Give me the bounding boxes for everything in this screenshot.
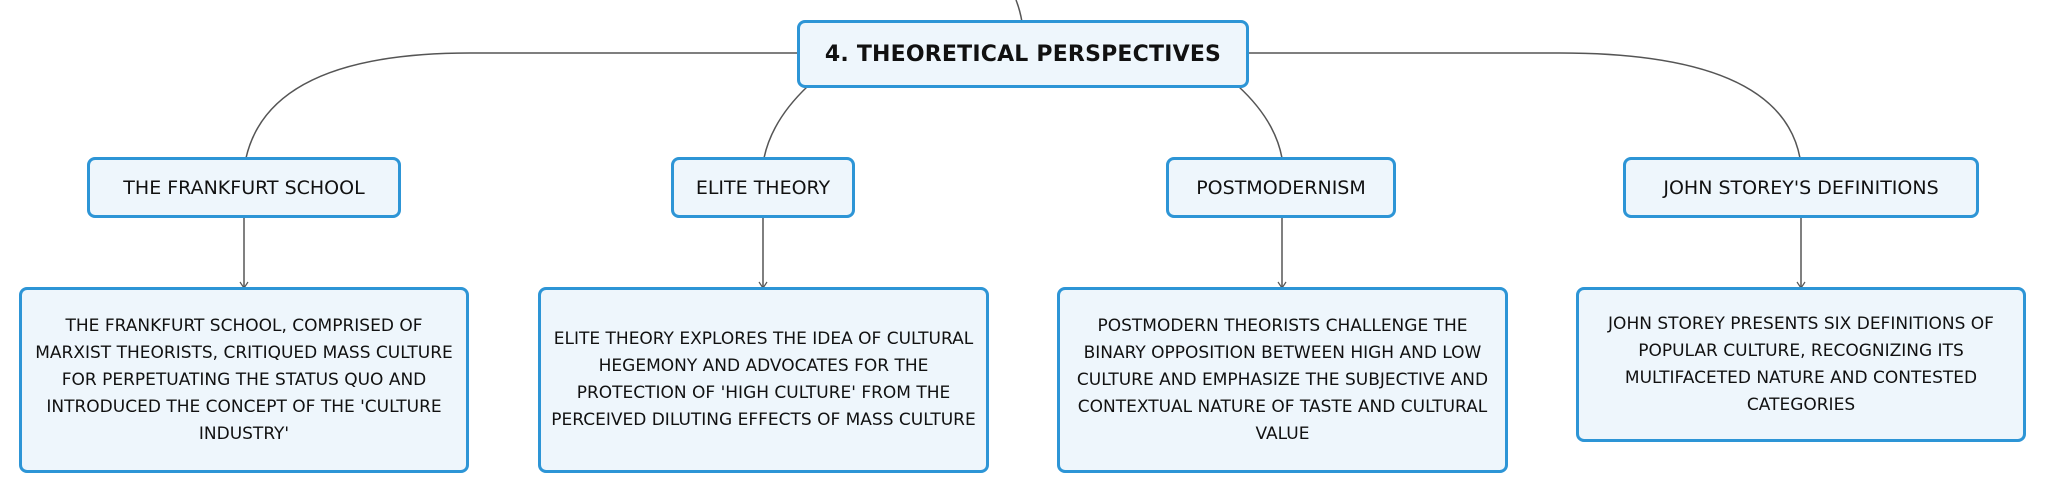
detail-text: THE FRANKFURT SCHOOL, COMPRISED OF MARXI… <box>35 315 453 444</box>
root-node[interactable]: 4. THEORETICAL PERSPECTIVES <box>797 20 1249 88</box>
connector-root-to-frankfurt <box>245 52 798 159</box>
topic-label: POSTMODERNISM <box>1196 176 1366 199</box>
detail-text: ELITE THEORY EXPLORES THE IDEA OF CULTUR… <box>551 329 976 430</box>
connector-root-to-postmodernism <box>1237 85 1283 159</box>
topic-postmodernism[interactable]: POSTMODERNISM <box>1166 157 1396 218</box>
topic-john-storey[interactable]: JOHN STOREY'S DEFINITIONS <box>1623 157 1979 218</box>
topic-label: JOHN STOREY'S DEFINITIONS <box>1663 176 1939 199</box>
detail-postmodernism[interactable]: POSTMODERN THEORISTS CHALLENGE THE BINAR… <box>1057 287 1508 473</box>
root-label: 4. THEORETICAL PERSPECTIVES <box>824 41 1222 67</box>
connector-root-to-elite <box>763 85 809 159</box>
detail-john-storey[interactable]: JOHN STOREY PRESENTS SIX DEFINITIONS OF … <box>1576 287 2026 442</box>
detail-elite-theory[interactable]: ELITE THEORY EXPLORES THE IDEA OF CULTUR… <box>538 287 989 473</box>
connector-root-to-storey <box>1248 52 1801 159</box>
topic-elite-theory[interactable]: ELITE THEORY <box>671 157 855 218</box>
detail-text: POSTMODERN THEORISTS CHALLENGE THE BINAR… <box>1076 315 1489 444</box>
detail-frankfurt-school[interactable]: THE FRANKFURT SCHOOL, COMPRISED OF MARXI… <box>19 287 469 473</box>
topic-label: ELITE THEORY <box>695 176 831 199</box>
topic-label: THE FRANKFURT SCHOOL <box>123 176 365 199</box>
topic-frankfurt-school[interactable]: THE FRANKFURT SCHOOL <box>87 157 401 218</box>
connector-parent-to-root <box>1015 0 1023 23</box>
detail-text: JOHN STOREY PRESENTS SIX DEFINITIONS OF … <box>1608 313 1994 415</box>
